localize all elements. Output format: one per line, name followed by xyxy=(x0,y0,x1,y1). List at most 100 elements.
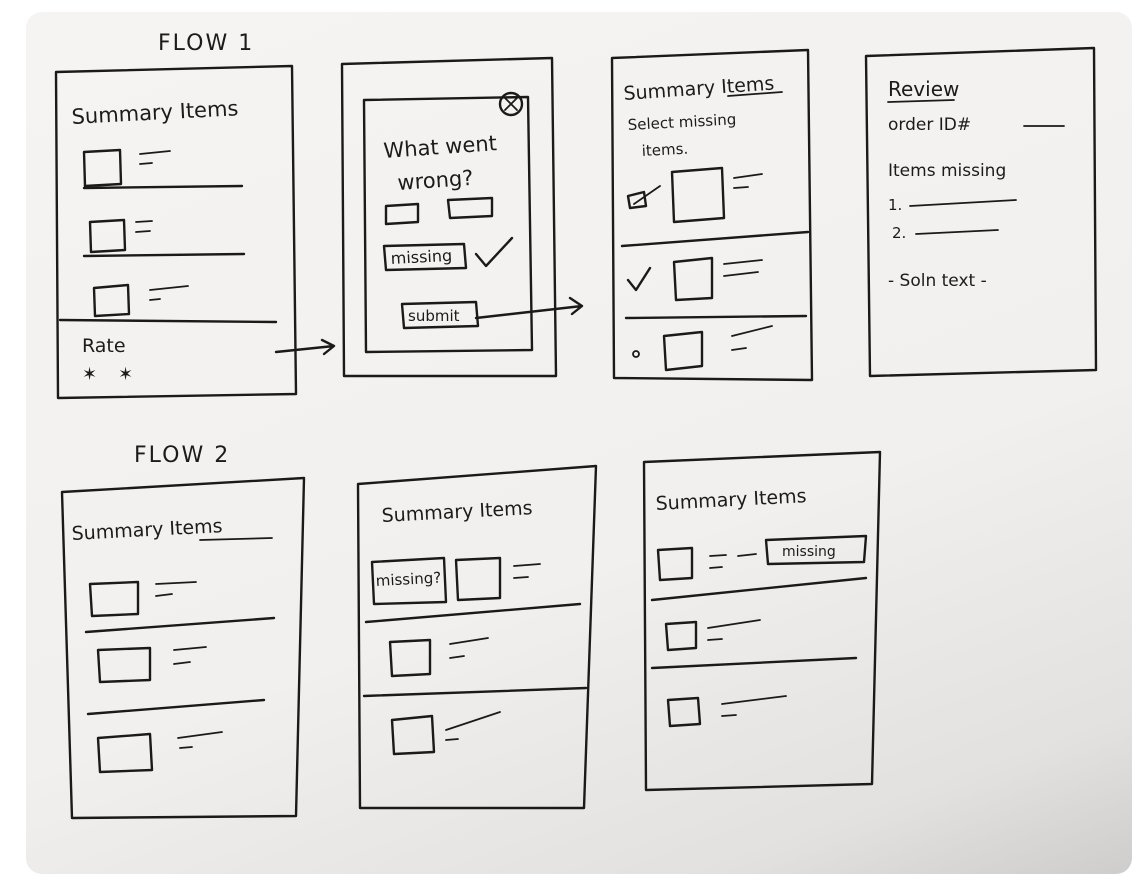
divider xyxy=(650,576,868,602)
flow1-screen3: Summary Items Select missing items. xyxy=(610,48,814,382)
item-thumbnail xyxy=(96,646,152,684)
item-thumbnail xyxy=(88,580,140,618)
item-text-lines xyxy=(135,220,153,233)
phone-frame xyxy=(54,64,298,400)
missing-item-1-line xyxy=(909,199,1017,207)
divider xyxy=(58,318,278,324)
star-icon: ✶ xyxy=(118,364,133,385)
item-thumbnail xyxy=(92,283,131,318)
flow-arrow xyxy=(474,296,584,320)
flow2-label: FLOW 2 xyxy=(134,443,230,468)
dialog-modal xyxy=(362,95,534,354)
item-text-lines xyxy=(707,619,761,641)
item-thumbnail xyxy=(454,556,502,602)
summary-title: Summary Items xyxy=(655,485,807,515)
question-line1: What went xyxy=(383,131,498,163)
divider xyxy=(620,230,810,248)
item-text-lines xyxy=(155,581,197,597)
item-thumbnail xyxy=(96,732,154,774)
flow1-label: FLOW 1 xyxy=(158,31,254,56)
divider xyxy=(82,184,244,190)
checkbox-unchecked[interactable] xyxy=(632,350,640,358)
instruction-line2: items. xyxy=(641,140,688,160)
flow2-screen2: Summary Items missing? xyxy=(356,464,598,810)
title-underline xyxy=(727,91,783,97)
phone-frame xyxy=(864,46,1098,378)
missing-tag-label: missing xyxy=(782,544,836,560)
flow-arrow xyxy=(274,338,336,356)
sketch-paper xyxy=(26,12,1132,874)
missing-tag[interactable] xyxy=(764,534,868,566)
missing-item-2: 2. xyxy=(892,224,906,242)
flow1-screen2: What went wrong? missing submit xyxy=(340,56,558,378)
missing-option-label: missing xyxy=(390,246,452,268)
close-icon[interactable] xyxy=(498,91,524,117)
phone-frame xyxy=(610,48,814,382)
rate-label: Rate xyxy=(82,335,126,357)
item-text-lines xyxy=(449,637,489,659)
item-text-lines xyxy=(173,646,207,665)
close-icon-cross xyxy=(504,97,518,111)
item-text-lines xyxy=(709,553,757,569)
phone-frame xyxy=(60,476,306,820)
item-thumbnail xyxy=(656,546,694,582)
phone-frame xyxy=(340,56,558,378)
submit-button[interactable] xyxy=(400,300,480,330)
option-button[interactable] xyxy=(384,202,420,226)
items-missing-label: Items missing xyxy=(888,161,1006,181)
item-text-lines xyxy=(177,731,223,749)
instruction-line1: Select missing xyxy=(627,110,736,134)
missing-button[interactable] xyxy=(370,556,448,606)
item-text-lines xyxy=(733,173,763,189)
missing-item-1: 1. xyxy=(888,196,902,214)
checkbox-mark xyxy=(633,185,661,205)
summary-title: Summary Items xyxy=(381,497,533,527)
divider xyxy=(82,252,246,258)
checkbox-checked[interactable] xyxy=(626,190,648,210)
missing-option-button[interactable] xyxy=(382,242,468,272)
item-thumbnail xyxy=(662,330,704,372)
summary-title: Summary Items xyxy=(71,96,239,129)
flow1-screen4: Review order ID# Items missing 1. 2. - S… xyxy=(864,46,1098,378)
item-thumbnail xyxy=(88,218,127,254)
phone-frame xyxy=(356,464,598,810)
item-text-lines xyxy=(139,150,171,165)
summary-title: Summary Items xyxy=(623,73,775,105)
item-thumbnail xyxy=(664,620,698,652)
item-text-lines xyxy=(731,325,773,351)
item-text-lines xyxy=(149,285,189,301)
missing-item-2-line xyxy=(915,229,999,235)
checkbox-checked[interactable] xyxy=(626,266,652,292)
submit-label: submit xyxy=(408,307,460,325)
checkmark-icon xyxy=(474,236,514,268)
item-thumbnail xyxy=(388,638,432,678)
divider xyxy=(362,686,588,698)
item-thumbnail xyxy=(390,714,436,756)
review-title: Review xyxy=(888,77,959,101)
option-button[interactable] xyxy=(446,196,494,220)
order-id-label: order ID# xyxy=(888,115,971,135)
flow2-screen3: Summary Items missing xyxy=(642,450,882,792)
divider xyxy=(650,656,858,670)
missing-button-label: missing? xyxy=(375,569,441,590)
divider xyxy=(624,314,808,320)
item-thumbnail xyxy=(670,166,726,224)
item-thumbnail xyxy=(82,148,123,188)
item-thumbnail xyxy=(666,696,702,728)
flow1-screen1: Summary Items Rate ✶ ✶ xyxy=(54,64,298,400)
divider xyxy=(86,698,266,716)
divider xyxy=(364,602,582,624)
item-text-lines xyxy=(513,563,541,579)
item-text-lines xyxy=(445,711,501,741)
item-thumbnail xyxy=(672,256,714,302)
question-line2: wrong? xyxy=(397,166,474,195)
star-icon: ✶ xyxy=(82,364,97,385)
flow2-screen1: Summary Items xyxy=(60,476,306,820)
divider xyxy=(84,616,276,634)
item-text-lines xyxy=(721,695,787,717)
phone-frame xyxy=(642,450,882,792)
item-text-lines xyxy=(723,259,763,277)
solution-text: - Soln text - xyxy=(888,271,987,291)
title-underline xyxy=(887,99,955,103)
